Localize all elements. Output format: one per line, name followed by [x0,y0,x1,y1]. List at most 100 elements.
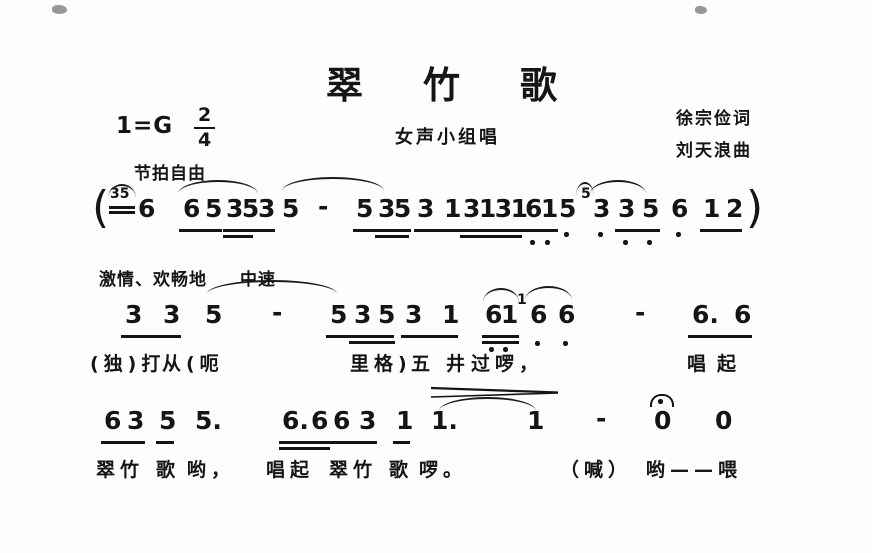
note: 5. [195,406,222,435]
note: 61 [525,194,558,223]
octave-dot [489,347,494,352]
beam-underline [330,441,377,444]
octave-dot [564,232,569,237]
duration-dash: - [635,298,646,327]
rest-note: 0 [715,406,733,435]
note: 35 [226,194,259,223]
octave-dot [563,341,568,346]
lyric-token: 唱起 [266,459,315,481]
beam-underline [109,211,135,214]
lyric-token: 五 [411,353,436,375]
note: 5 [282,194,300,223]
note: 6 [734,300,752,329]
tempo-mood: 激情、欢畅地 [99,270,207,290]
slur-arc [590,180,646,194]
ensemble-type: 女声小组唱 [395,127,500,148]
note: 5 [559,194,577,223]
parenthesis: ( [92,182,110,233]
lyric-token: 翠竹 [329,459,378,481]
lyric-token: (独)打 [90,353,166,375]
note: 6 [671,194,689,223]
parenthesis: ) [746,182,764,233]
note: 3 [127,406,145,435]
beam-underline [121,335,181,338]
beam-underline [615,229,660,232]
note: 6. [692,300,719,329]
note: 6 [530,300,548,329]
hairpin-icon [431,386,558,398]
beam-underline [349,341,395,344]
note: 61 [485,300,518,329]
beam-underline [223,229,275,232]
note: 6 [138,194,156,223]
octave-dot [598,232,603,237]
beam-underline [223,235,253,238]
beam-underline [401,335,458,338]
grace-note: 1 [517,292,527,308]
note: 35 [378,194,411,223]
rest-note: 0 [654,406,672,435]
tempo-free-meter: 节拍自由 [134,164,206,184]
lyric-token: 歌 [156,459,181,481]
note: 3 [618,194,636,223]
lyric-token: 歌 [389,459,414,481]
note: 6. [282,406,309,435]
slur-arc [525,286,572,300]
beam-underline [326,335,394,338]
beam-underline [688,335,752,338]
beam-underline [482,341,519,344]
lyric-token: 从(呃 [162,353,224,375]
octave-dot [545,240,550,245]
slur-arc [282,177,384,191]
note: 6 [104,406,122,435]
fermata-dot-icon [658,399,663,404]
lyric-token: 里格) [350,353,412,375]
beam-underline [393,441,410,444]
note: 1. [431,406,458,435]
note: 3 [258,194,276,223]
octave-dot [676,232,681,237]
beam-underline [156,441,174,444]
lyric-token: （喊） [560,459,633,481]
time-signature: 2 4 [194,106,216,151]
lyric-token: 啰， [495,353,544,375]
key-signature: 1=G [116,113,174,139]
note: 1 [444,194,462,223]
octave-dot [535,341,540,346]
duration-dash: - [318,192,329,221]
time-signature-denominator: 4 [198,129,212,151]
note: 3 [354,300,372,329]
lyric-token: 翠竹 [96,459,145,481]
slur-arc [483,288,519,302]
time-signature-numerator: 2 [194,106,216,129]
lyric-token: 井 [446,353,471,375]
note: 3 [405,300,423,329]
beam-underline [353,229,411,232]
beam-underline [375,235,409,238]
slur-arc [207,280,337,294]
slur-arc [178,180,258,194]
lyric-token: 起 [717,353,742,375]
lyric-token: 过 [471,353,496,375]
note: 3131 [463,194,528,223]
octave-dot [530,240,535,245]
note: 6 [183,194,201,223]
beam-underline [101,441,145,444]
octave-dot [503,347,508,352]
lyric-token: 哟， [187,459,236,481]
octave-dot [647,240,652,245]
note: 2 [726,194,744,223]
lyric-token: 啰。 [419,459,468,481]
note: 5 [356,194,374,223]
beam-underline [522,229,558,232]
beam-underline [460,235,522,238]
scan-artifact [695,6,707,14]
note: 5 [159,406,177,435]
note: 3 [593,194,611,223]
beam-underline [179,229,222,232]
octave-dot [623,240,628,245]
slur-arc [439,397,536,411]
beam-underline [460,229,522,232]
note: 6 [333,406,351,435]
slur-arc [576,182,594,196]
